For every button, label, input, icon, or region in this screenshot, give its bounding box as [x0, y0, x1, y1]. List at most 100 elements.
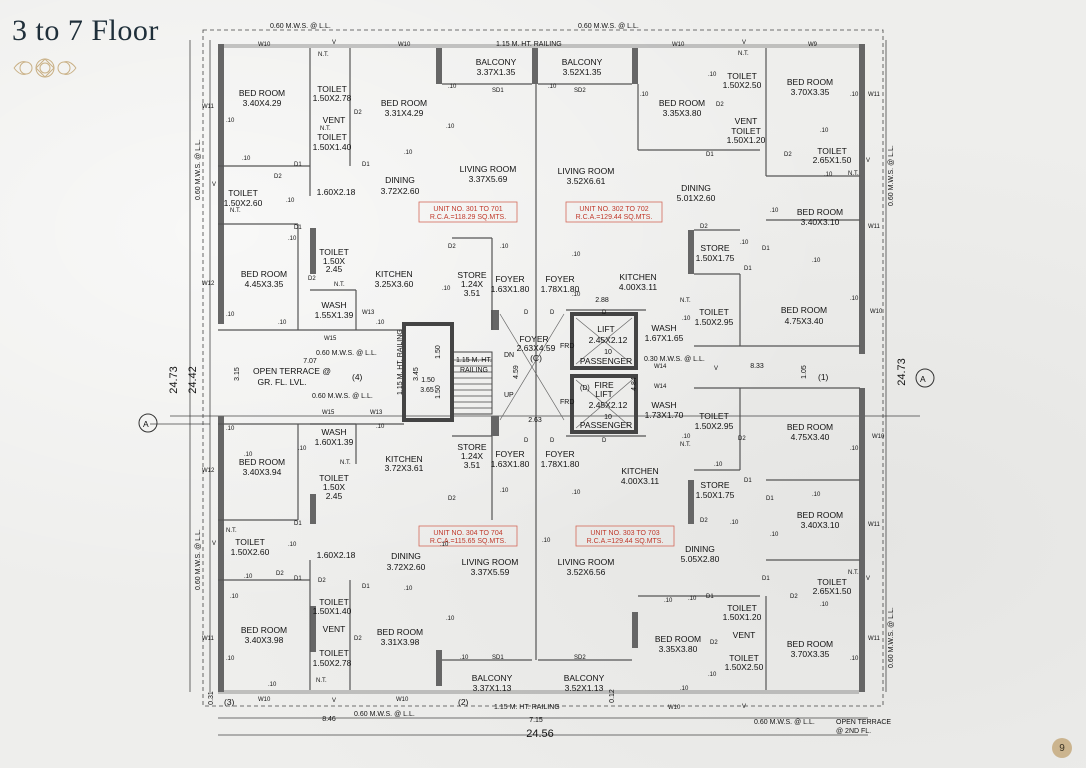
- dim-10-aa: .10: [226, 426, 235, 432]
- room-toilet-br1: TOILET: [727, 603, 757, 613]
- mws-left-top: 0.60 M.W.S. @ L.L.: [195, 139, 202, 200]
- dim-10-ad: .10: [500, 488, 509, 494]
- tag-w11-5: W11: [868, 522, 881, 528]
- room-toilet-r1-dim: 1.50X2.95: [695, 317, 734, 327]
- tag-d1-1: D1: [294, 162, 302, 168]
- tag-w14-1: W14: [654, 364, 667, 370]
- section-markers: [138, 368, 935, 433]
- tag-sd2-2: SD2: [574, 655, 586, 661]
- room-labels: BED ROOM 3.40X4.29 BED ROOM 3.31X4.29 TO…: [224, 57, 852, 693]
- unit-301-label: UNIT NO. 301 TO 701: [433, 206, 502, 213]
- label-frd-1: FRD: [560, 343, 574, 350]
- room-fire-lift: FIRE: [594, 380, 614, 390]
- dim-833: 8.33: [750, 363, 764, 370]
- section-a-left: A: [143, 419, 149, 429]
- label-up: UP: [504, 392, 514, 399]
- room-store-2: STORE: [457, 442, 486, 452]
- room-living-3: LIVING ROOM: [462, 557, 519, 567]
- page-number-badge: 9: [1052, 738, 1072, 758]
- room-bed-br1: BED ROOM: [655, 634, 701, 644]
- tag-w10-2: W10: [398, 42, 411, 48]
- room-bed-tr3: BED ROOM: [797, 207, 843, 217]
- room-bed-tr2: BED ROOM: [787, 77, 833, 87]
- room-living-4: LIVING ROOM: [558, 557, 615, 567]
- tag-1: (1): [818, 372, 829, 382]
- tag-d2-15: D2: [790, 594, 798, 600]
- dim-10-az: .10: [682, 434, 691, 440]
- room-dining-3: DINING: [391, 551, 421, 561]
- room-fire-pass: PASSENGER: [580, 420, 632, 430]
- label-dn: DN: [504, 352, 514, 359]
- room-toilet-4-dim2: 2.45: [326, 264, 343, 274]
- room-balcony-2-dim: 3.52X1.35: [563, 67, 602, 77]
- tag-w11-2: W11: [202, 636, 215, 642]
- label-frd-2: FRD: [560, 399, 574, 406]
- room-toilet-l3: TOILET: [319, 473, 349, 483]
- room-balcony-1-dim: 3.37X1.35: [477, 67, 516, 77]
- room-bed-tr2-dim: 3.70X3.35: [791, 87, 830, 97]
- dim-10-w: .10: [226, 312, 235, 318]
- railing-mid-2: RAILING: [460, 367, 488, 374]
- dim-10-z: .10: [376, 424, 385, 430]
- room-passage-1: 1.60X2.18: [317, 187, 356, 197]
- tag-nt-8: N.T.: [680, 442, 691, 448]
- dim-10-o: .10: [850, 296, 859, 302]
- railing-top: 1.15 M. HT. RAILING: [496, 41, 562, 48]
- room-balcony-2: BALCONY: [562, 57, 603, 67]
- room-kitchen-3-dim: 3.72X3.61: [385, 463, 424, 473]
- room-bed-r1: BED ROOM: [781, 305, 827, 315]
- room-living-2-dim: 3.52X6.61: [567, 176, 606, 186]
- room-wash-r1: WASH: [651, 323, 676, 333]
- dim-10-c: .10: [286, 198, 295, 204]
- room-store-1-dim2: 3.51: [464, 288, 481, 298]
- room-foyer-c: FOYER: [519, 334, 548, 344]
- tag-4: (4): [352, 372, 363, 382]
- tag-d2-5: D2: [308, 276, 316, 282]
- dim-10-u: .10: [288, 236, 297, 242]
- room-kitchen-3: KITCHEN: [385, 454, 422, 464]
- room-living-3-dim: 3.37X5.59: [471, 567, 510, 577]
- room-store-r2: STORE: [700, 480, 729, 490]
- room-wash-1: WASH: [321, 300, 346, 310]
- room-store-r1: STORE: [700, 243, 729, 253]
- room-toilet-l1-dim: 1.50X2.60: [224, 198, 263, 208]
- dim-10-ay: .10: [244, 574, 253, 580]
- dim-10-ai: .10: [770, 532, 779, 538]
- room-kitchen-4-dim: 4.00X3.11: [621, 476, 659, 486]
- room-bed-r3: BED ROOM: [797, 510, 843, 520]
- unit-304-rca: R.C.A.=115.65 SQ.MTS.: [430, 538, 506, 545]
- dim-10-av: .10: [268, 682, 277, 688]
- room-toilet-t1: TOILET: [317, 84, 347, 94]
- dim-150b: 1.50: [435, 345, 442, 359]
- room-foyer-c-dim: 2.63X4.59: [517, 343, 556, 353]
- unit-304-label: UNIT NO. 304 TO 704: [433, 530, 502, 537]
- dim-459: 4.59: [513, 365, 520, 379]
- room-store-r1-dim: 1.50X1.75: [696, 253, 735, 263]
- open-terrace-2nd-2: @ 2ND FL.: [836, 728, 871, 735]
- dim-10-ab: .10: [244, 452, 253, 458]
- dim-10-ba: .10: [682, 316, 691, 322]
- mws-bottom-left: 0.60 M.W.S. @ L.L.: [354, 711, 415, 718]
- tag-d2-4: D2: [784, 152, 792, 158]
- room-bed-r3-dim: 3.40X3.10: [801, 520, 840, 530]
- room-toilet-l4-dim: 1.50X2.60: [231, 547, 270, 557]
- dim-10-d: .10: [404, 150, 413, 156]
- room-bed-tr1-dim: 3.35X3.80: [663, 108, 702, 118]
- room-bed-l4-dim: 3.40X3.98: [245, 635, 284, 645]
- room-bed-l5: BED ROOM: [377, 627, 423, 637]
- room-toilet-tr2-dim: 1.50X1.20: [727, 135, 766, 145]
- tag-d2-14: D2: [710, 640, 718, 646]
- dim-707: 7.07: [303, 358, 317, 365]
- tag-d-3: D: [524, 438, 529, 444]
- dim-105: 1.05: [801, 365, 808, 379]
- tag-d1-6: D1: [744, 266, 752, 272]
- room-toilet-tr1-dim: 1.50X2.50: [723, 80, 762, 90]
- room-toilet-r1: TOILET: [699, 307, 729, 317]
- dim-bottom-left: 8.46: [322, 716, 336, 723]
- room-bed-t2: BED ROOM: [381, 98, 427, 108]
- room-dining-2-dim: 5.01X2.60: [677, 193, 716, 203]
- tag-nt-9: N.T.: [340, 460, 351, 466]
- tag-w11-4: W11: [868, 224, 881, 230]
- dim-315: 3.15: [234, 367, 241, 381]
- tag-d2-13: D2: [354, 636, 362, 642]
